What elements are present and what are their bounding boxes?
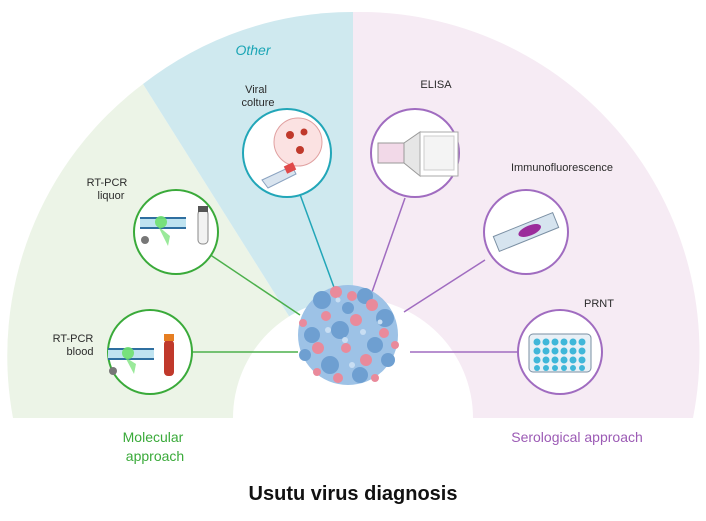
- rtpcr-liquor-node: RT-PCR liquor: [87, 177, 219, 275]
- viral-culture-node: Viral colture: [241, 84, 332, 198]
- serological-label: Serological approach: [511, 429, 643, 445]
- connector-immunofluorescence: [403, 259, 486, 313]
- elisa-reader-icon: [377, 131, 459, 178]
- rtpcr-liquor-label-line1: RT-PCR: [87, 177, 128, 189]
- liquor-tube-icon: [197, 206, 209, 245]
- viral-culture-label-line2: colture: [241, 97, 274, 109]
- rtpcr-liquor-label-line2: liquor: [98, 190, 125, 202]
- immunofluorescence-node: Immunofluorescence: [483, 162, 613, 275]
- connector-elisa: [371, 197, 406, 293]
- prnt-label: PRNT: [584, 298, 614, 310]
- well-plate-icon: [528, 333, 592, 373]
- viral-culture-label-line1: Viral: [245, 84, 267, 96]
- blood-tube-icon: [164, 334, 174, 376]
- immunofluorescence-label: Immunofluorescence: [511, 162, 613, 174]
- elisa-node: ELISA: [370, 79, 460, 198]
- rtpcr-blood-label-line1: RT-PCR: [53, 333, 94, 345]
- connector-lines: [192, 177, 517, 353]
- diagram-title: Usutu virus diagnosis: [249, 483, 458, 505]
- other-sector-label: Other: [235, 42, 271, 58]
- prnt-node: PRNT: [517, 298, 614, 395]
- usutu-virus-icon: [298, 285, 399, 385]
- pcr-dna-icon: [140, 216, 186, 246]
- molecular-label-line2: approach: [126, 448, 184, 464]
- elisa-label: ELISA: [420, 79, 452, 91]
- culture-flask-icon: [261, 117, 323, 189]
- connector-rtpcr-liquor: [205, 251, 301, 316]
- molecular-label-line1: Molecular: [123, 429, 184, 445]
- slide-icon: [492, 211, 560, 253]
- rtpcr-blood-label-line2: blood: [67, 346, 94, 358]
- connector-viral-culture: [293, 177, 336, 291]
- pcr-dna-icon-2: [108, 347, 154, 375]
- rtpcr-blood-node: RT-PCR blood: [53, 309, 193, 395]
